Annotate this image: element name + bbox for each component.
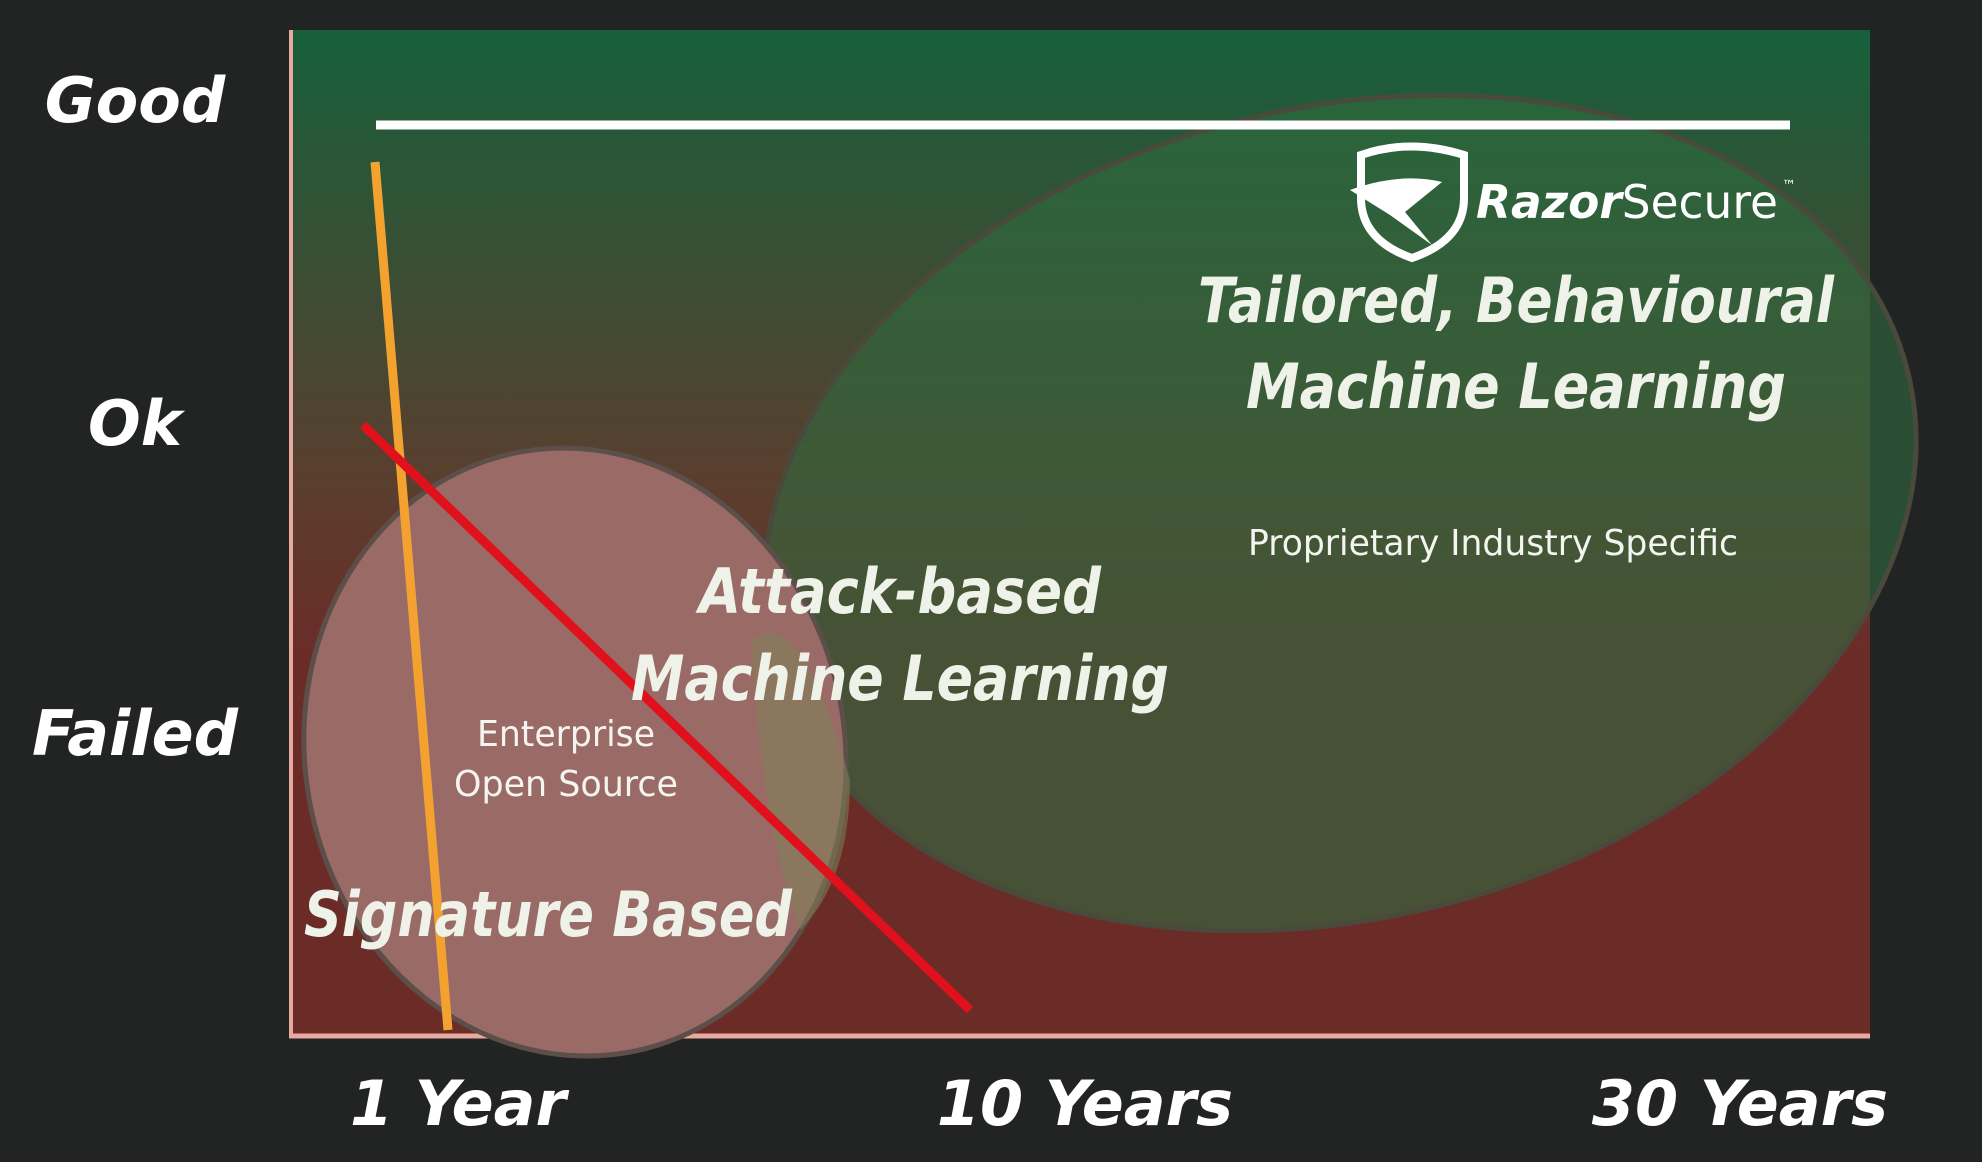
x-label-1-year: 1 Year — [350, 1067, 570, 1140]
region-label-signature-based: Signature Based — [304, 878, 793, 951]
x-label-30-years: 30 Years — [1592, 1067, 1888, 1140]
region-sublabel-enterprise: Enterprise — [477, 714, 655, 755]
y-label-good: Good — [45, 64, 226, 137]
x-label-10-years: 10 Years — [937, 1067, 1233, 1140]
logo-text-regular: Secure — [1622, 175, 1778, 229]
region-label-tailored-line1: Tailored, Behavioural — [1198, 264, 1835, 337]
region-label-attack-line2: Machine Learning — [631, 642, 1169, 715]
region-sublabel-open-source: Open Source — [454, 764, 678, 805]
region-sublabel-proprietary: Proprietary Industry Specific — [1248, 523, 1738, 564]
line-attack-ml-decay — [359, 421, 974, 1014]
logo-text: RazorSecure — [1476, 175, 1778, 229]
razor-swoosh-icon — [1350, 178, 1442, 245]
region-label-tailored-line2: Machine Learning — [1246, 350, 1786, 423]
y-label-failed: Failed — [32, 697, 239, 770]
region-overlap — [752, 632, 850, 930]
shield-icon — [1357, 142, 1468, 263]
line-signature-decay — [370, 161, 453, 1031]
logo-trademark: ™ — [1782, 178, 1796, 194]
logo-text-bold: Razor — [1476, 175, 1625, 229]
region-label-attack-line1: Attack-based — [695, 555, 1102, 628]
y-label-ok: Ok — [88, 387, 186, 460]
razorsecure-logo: RazorSecure ™ — [1350, 142, 1796, 263]
